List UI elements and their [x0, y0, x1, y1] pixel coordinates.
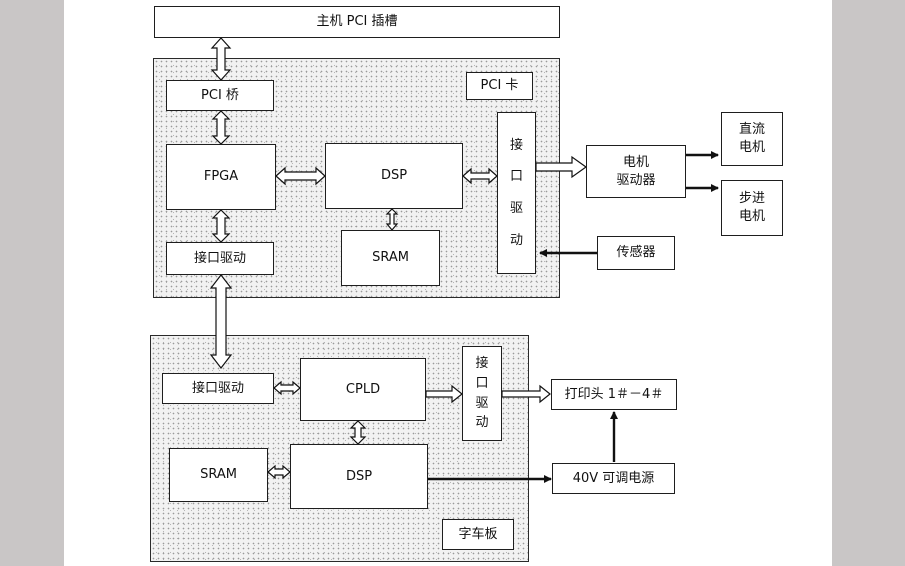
carriage-vdriver-char: 动 [475, 415, 489, 431]
carriage-sram-label: SRAM [200, 467, 237, 483]
carriage-vdriver-char: 口 [475, 375, 489, 391]
pci-vdriver-char: 动 [509, 232, 523, 248]
sensor-label: 传感器 [616, 245, 656, 261]
power-supply-label: 40V 可调电源 [572, 470, 655, 486]
pci-vertical-driver-box: 接 口 驱 动 [497, 112, 536, 274]
print-heads-box: 打印头 1＃－4＃ [551, 379, 677, 410]
pci-vdriver-char: 接 [509, 137, 523, 153]
carriage-vdriver-char: 接 [475, 356, 489, 372]
arrow-driver-cpld [273, 380, 301, 396]
arrow-fpga-dsp [275, 166, 326, 186]
stepper-motor-line: 电机 [738, 209, 765, 224]
arrow-to-print-heads [501, 384, 551, 404]
dc-motor-line: 电机 [738, 140, 765, 155]
pci-interface-driver-box: 接口驱动 [166, 242, 274, 275]
motor-driver-line: 电机 [622, 154, 649, 170]
dc-motor-box: 直流 电机 [721, 112, 783, 166]
carriage-board-title: 字车板 [458, 526, 498, 542]
pci-card-title: PCI 卡 [480, 78, 519, 94]
carriage-interface-driver-box: 接口驱动 [162, 373, 274, 404]
host-pci-slot: 主机 PCI 插槽 [154, 6, 560, 38]
pci-vdriver-char: 口 [509, 169, 523, 185]
carriage-board-title-box: 字车板 [442, 519, 514, 550]
pci-vdriver-char: 驱 [509, 201, 523, 216]
fpga-label: FPGA [203, 169, 239, 185]
fpga-box: FPGA [166, 144, 276, 210]
pci-interface-driver-label: 接口驱动 [193, 250, 246, 266]
arrow-host-bridge [210, 37, 232, 81]
cpld-box: CPLD [300, 358, 426, 421]
pci-sram-box: SRAM [341, 230, 440, 286]
host-pci-slot-label: 主机 PCI 插槽 [316, 14, 398, 30]
carriage-vdriver-char: 驱 [475, 395, 489, 411]
arrow-cpld-dsp [349, 420, 367, 445]
arrow-cpld-vdriver [425, 384, 463, 404]
carriage-dsp-label: DSP [345, 468, 373, 484]
pci-bridge-label: PCI 桥 [201, 87, 239, 103]
pci-dsp-box: DSP [325, 143, 463, 209]
sensor-box: 传感器 [597, 236, 675, 270]
pci-sram-label: SRAM [372, 250, 409, 266]
motor-driver-box: 电机 驱动器 [586, 145, 686, 198]
arrow-pci-carriage [209, 274, 233, 369]
arrow-sram-dsp [267, 464, 291, 480]
power-supply-box: 40V 可调电源 [552, 463, 675, 494]
arrow-fpga-driver [211, 209, 231, 243]
motor-driver-line: 驱动器 [616, 172, 656, 188]
cpld-label: CPLD [345, 381, 381, 397]
carriage-vertical-driver-box: 接 口 驱 动 [462, 346, 502, 441]
arrow-dsp-sram [385, 208, 399, 231]
pci-card-title-box: PCI 卡 [466, 72, 533, 100]
pci-bridge-box: PCI 桥 [166, 80, 274, 111]
carriage-sram-box: SRAM [169, 448, 268, 502]
stepper-motor-box: 步进 电机 [721, 180, 783, 236]
arrow-bridge-fpga [211, 110, 231, 145]
print-heads-label: 打印头 1＃－4＃ [564, 386, 664, 402]
carriage-dsp-box: DSP [290, 444, 428, 509]
stepper-motor-line: 步进 [738, 191, 765, 207]
arrow-dsp-vdriver [462, 167, 498, 185]
pci-dsp-label: DSP [380, 168, 408, 184]
dc-motor-line: 直流 [738, 122, 765, 138]
arrow-to-motor-driver [535, 155, 588, 179]
carriage-interface-driver-label: 接口驱动 [191, 380, 244, 396]
